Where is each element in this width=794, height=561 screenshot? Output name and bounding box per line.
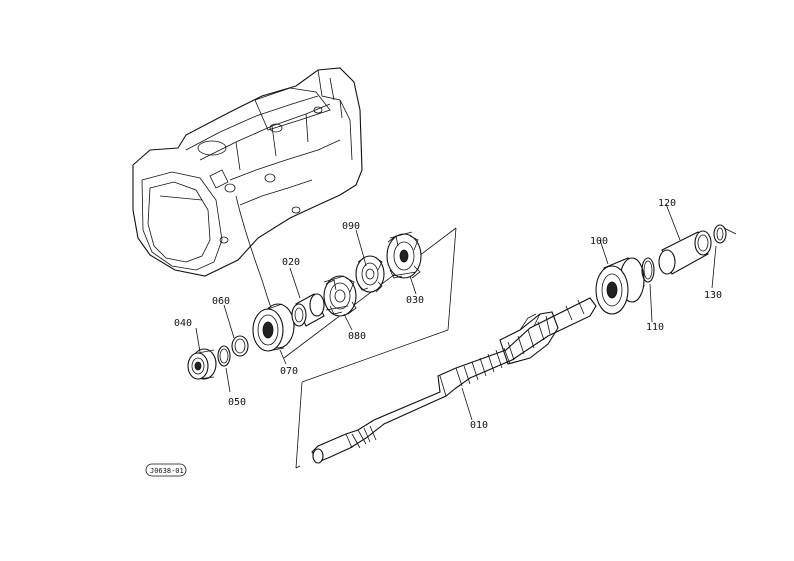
gear-090 [355,255,385,293]
label-030: 030 [406,295,424,306]
leader-lines [195,203,717,421]
bushing-020 [291,293,325,327]
gear-030 [386,231,422,279]
transmission-housing [132,67,363,317]
reference-badge: J0638-01 [145,463,187,477]
gear-080 [323,275,357,317]
label-020: 020 [282,257,300,268]
label-060: 060 [212,296,230,307]
label-100: 100 [590,236,608,247]
label-110: 110 [646,322,664,333]
group-bracket [283,227,457,469]
sleeve-120 [658,230,712,275]
part-labels: 040 060 050 070 020 080 090 030 010 100 … [174,198,722,431]
label-010: 010 [470,420,488,431]
label-050: 050 [228,397,246,408]
main-shaft [311,297,597,464]
collar-060 [231,335,249,357]
snap-ring-050 [217,345,231,367]
label-130: 130 [704,290,722,301]
label-070: 070 [280,366,298,377]
bearing-070 [252,303,295,352]
snap-ring-110 [641,257,655,283]
label-120: 120 [658,198,676,209]
snap-ring-130 [713,224,737,244]
bearing-040 [187,348,217,380]
label-090: 090 [342,221,360,232]
reference-code: J0638-01 [150,467,184,475]
label-080: 080 [348,331,366,342]
label-040: 040 [174,318,192,329]
bearing-100 [595,257,645,315]
